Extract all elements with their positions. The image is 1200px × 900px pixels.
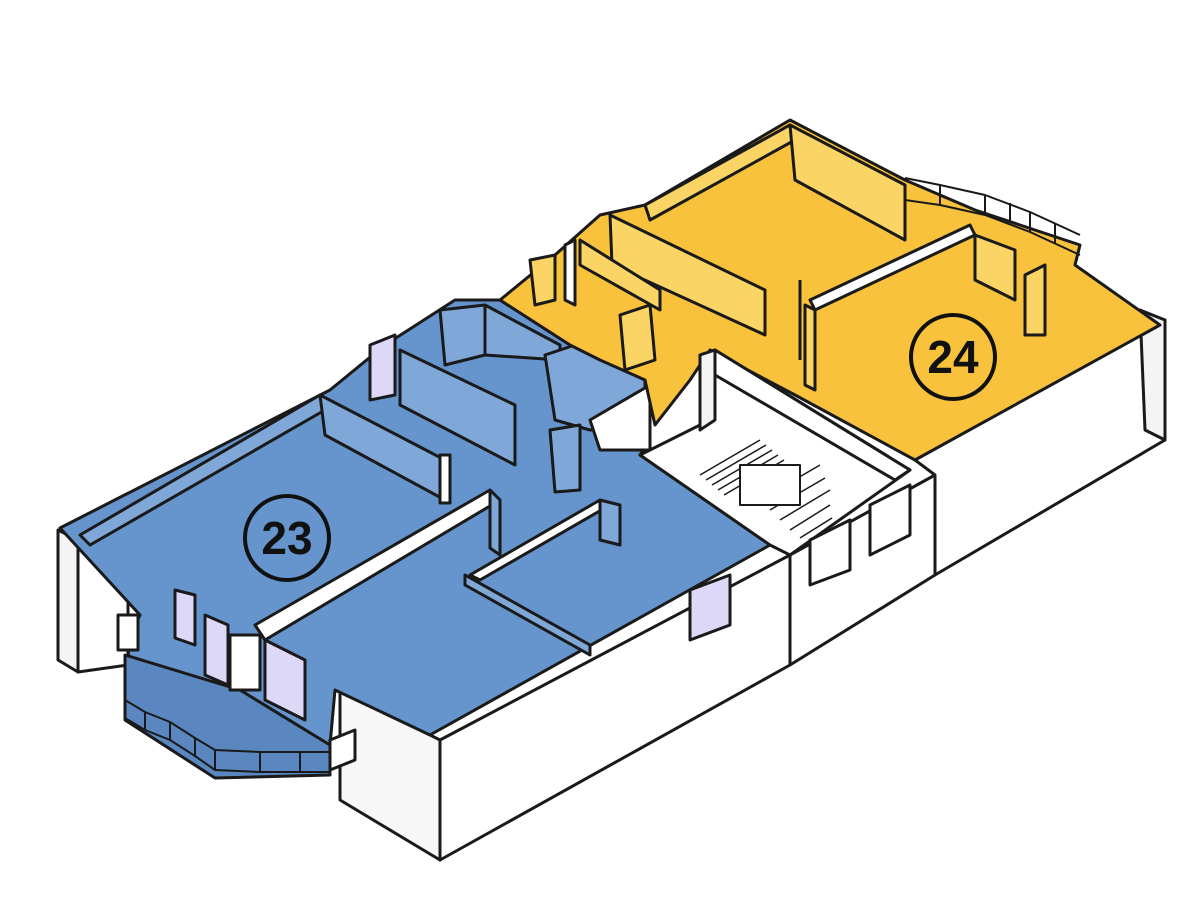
left-wing-front-face [56,528,80,674]
balcony-railing [124,699,330,773]
u23-wall-upper-room2 [398,348,517,467]
u23-window-left-3 [263,638,307,722]
u23-wall-long-middle-side [488,488,502,557]
u24-wall-left-room [528,253,557,307]
unit-24-label-text: 24 [927,331,979,383]
right-wing-end-wall [1138,308,1167,442]
u23-pillar [228,633,262,692]
u23-wall-divider-cap [438,453,452,505]
unit-23-interior-walls [78,303,732,772]
stair-front-piece-2 [868,483,912,557]
u24-wall-divider-2 [578,238,662,312]
unit-label-24: 24 [909,313,997,401]
u23-front-post [328,728,357,772]
staircase-icon [699,439,833,539]
u24-wall-small-room [563,238,577,307]
unit-24-interior-walls [528,123,1081,392]
u24-wall-right-inner [803,303,817,392]
u23-wall-right-room-side [463,573,592,657]
unit-label-23: 23 [243,494,331,582]
u24-balcony-railing [904,177,1081,256]
stairwell-left-wall [698,348,717,432]
u23-wall-upper-room3 [438,303,487,367]
u23-left-post [116,613,140,652]
u24-wall-bath [618,303,657,372]
unit-24-label-circle [909,313,997,401]
u23-wall-upper-room1 [368,333,397,402]
stairwell [638,348,912,587]
u23-small-wall [548,423,582,494]
u23-wall-right-room-inner [598,498,622,547]
u24-wall-divider-1 [608,213,767,337]
unit-23-label-circle [243,494,331,582]
u23-window-left-1 [173,588,197,647]
unit-23-label-text: 23 [261,512,312,564]
stair-front-piece-1 [808,518,852,587]
u23-window-left-2 [203,613,230,687]
u24-wall-window-2 [1023,263,1047,337]
u24-wall-window-1 [973,233,1017,302]
u23-window-right [688,573,732,642]
u24-wall-top-room-side [788,123,907,242]
